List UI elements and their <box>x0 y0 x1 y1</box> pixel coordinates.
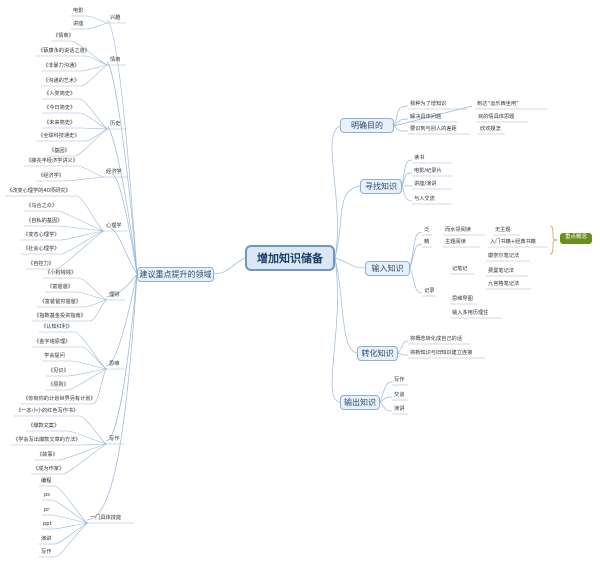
input-fast-b: 无主题 <box>495 227 511 233</box>
topic-find[interactable]: 寻找知识 <box>360 179 402 194</box>
clarify-item: 我种为了增知识 <box>410 101 447 107</box>
output-item: 写作 <box>394 377 405 383</box>
leaf-b5: 《改变心理学的40项研究》 <box>7 188 71 194</box>
transform-item: 将概念转化成自己的话 <box>410 336 462 342</box>
leaf-b9: pr <box>44 507 50 513</box>
transform-item: 将新知识与旧知识建立连接 <box>410 350 473 356</box>
topic-input[interactable]: 输入知识 <box>365 261 410 276</box>
input-notes-2: 费曼笔记法 <box>488 268 514 274</box>
topic-clarify[interactable]: 明确目的 <box>340 118 394 133</box>
clarify-item: 要识到与别人的差距 <box>410 126 457 132</box>
find-item: 讲座/演讲 <box>414 181 437 187</box>
leaf-b7: 《见识》 <box>48 368 69 374</box>
leaf-b5: 《社会心理学》 <box>23 246 60 252</box>
input-notes-1: 康奈尔笔记法 <box>488 253 520 259</box>
leaf-b9: ppt <box>43 521 52 527</box>
leaf-b3: 《未来简史》 <box>44 120 76 126</box>
branch-b6: 理财 <box>109 292 120 298</box>
output-item: 演讲 <box>394 406 405 412</box>
topic-output[interactable]: 输出知识 <box>340 395 380 410</box>
leaf-b2: 《情商》 <box>53 33 74 39</box>
input-notes-b: 思维导图 <box>452 296 473 302</box>
branch-b2: 情商 <box>110 57 121 63</box>
input-deep-a: 主题阅读 <box>445 239 466 245</box>
leaf-b7: 《金字塔原理》 <box>34 339 71 345</box>
branch-b7: 思维 <box>109 361 120 367</box>
leaf-b8: 《爆款文案》 <box>28 423 60 429</box>
leaf-b4: 《薛兆丰经济学讲义》 <box>26 158 78 164</box>
leaf-b7: 学会提问 <box>44 353 65 359</box>
output-item: 交谈 <box>394 392 405 398</box>
clarify-sub: 欣欢疑怎 <box>480 126 501 132</box>
leaf-b2: 《蔡康永的说话之道》 <box>38 48 90 54</box>
leaf-b3: 《今日简史》 <box>44 105 76 111</box>
input-fast: 泛 <box>424 227 430 233</box>
leaf-b3: 《基因》 <box>49 148 70 154</box>
leaf-b6: 《富爸爸穷爸爸》 <box>39 299 82 305</box>
leaf-b9: 编程 <box>41 478 52 484</box>
central-topic[interactable]: 增加知识储备 <box>245 245 335 271</box>
leaf-b6: 《富爸爸》 <box>47 284 73 290</box>
leaf-b7: 《认知红利》 <box>41 324 73 330</box>
input-notes-3: 九宫格笔记法 <box>488 281 520 287</box>
input-deep-b: 入门书籍+经典书籍 <box>490 239 536 245</box>
branch-b3: 历史 <box>110 121 121 127</box>
leaf-b5: 《自控力》 <box>28 261 54 267</box>
leaf-b3: 《人类简史》 <box>44 91 76 97</box>
leaf-b8: 《一本小小的红色写作书》 <box>16 408 79 414</box>
branch-b4: 经济学 <box>106 169 122 175</box>
topic-transform[interactable]: 转化知识 <box>357 346 398 361</box>
branch-b1: 兴趣 <box>110 15 121 21</box>
leaf-b5: 《变态心理学》 <box>23 232 60 238</box>
branch-b5: 心理学 <box>106 223 122 229</box>
leaf-b5: 《自私的基因》 <box>26 218 63 224</box>
leaf-b2: 《沟通的艺术》 <box>43 78 80 84</box>
input-notes-c: 输入多用历理住 <box>452 310 489 316</box>
leaf-b6: 《指数基金投资指南》 <box>34 313 86 319</box>
leaf-b1: 电影 <box>73 8 84 14</box>
find-item: 与人交流 <box>414 196 435 202</box>
callout-key-concept: 重点概念 <box>560 233 592 244</box>
leaf-b8: 《学会写出爆款文章的方法》 <box>13 437 81 443</box>
input-fast-a: 而水领阅读 <box>445 227 471 233</box>
branch-b9: 一门具体技能 <box>90 515 122 521</box>
leaf-b9: ps <box>44 492 50 498</box>
topic-left-areas[interactable]: 建议重点提升的领域 <box>137 267 214 282</box>
leaf-b2: 《非暴力沟通》 <box>43 63 80 69</box>
leaf-b3: 《全球科技通史》 <box>38 133 80 139</box>
input-notes-a: 记笔记 <box>452 266 468 272</box>
clarify-sub: 目的情具体思题 <box>478 114 515 120</box>
leaf-b8: 《成为作家》 <box>33 466 65 472</box>
leaf-b1: 讲座 <box>73 21 84 27</box>
branch-b8: 写作 <box>109 436 120 442</box>
clarify-item: 解决具体问题 <box>410 114 442 120</box>
find-item: 电影/纪录片 <box>414 168 442 174</box>
leaf-b7: 《原则》 <box>48 382 69 388</box>
leaf-b5: 《乌合之众》 <box>26 203 58 209</box>
input-notes: 记录 <box>424 288 435 294</box>
leaf-b9: 写作 <box>41 549 52 555</box>
clarify-sub: 到达“运乐西坐用” <box>477 101 519 107</box>
leaf-b6: 《小狗钱钱》 <box>45 270 77 276</box>
input-deep: 精 <box>424 239 430 245</box>
leaf-b9: 演讲 <box>41 536 52 542</box>
leaf-b7: 《你有你的计划世界另有计划》 <box>23 396 96 402</box>
leaf-b8: 《故事》 <box>37 452 58 458</box>
leaf-b4: 《经济学》 <box>38 173 64 179</box>
find-item: 读书 <box>414 155 425 161</box>
